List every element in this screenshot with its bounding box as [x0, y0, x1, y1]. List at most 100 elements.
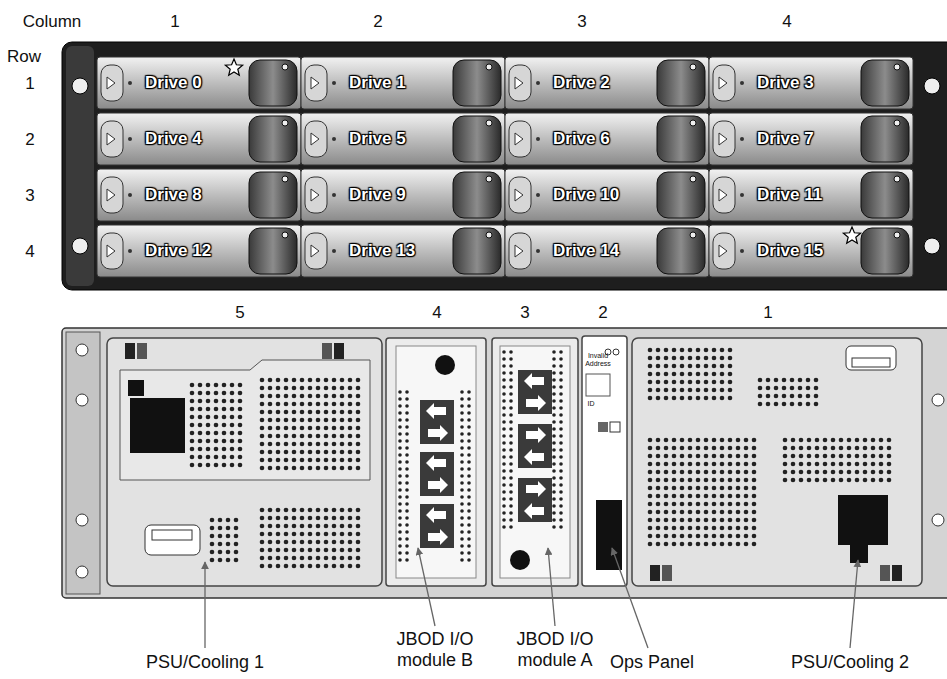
vent-hole — [292, 386, 297, 391]
vent-hole — [356, 524, 361, 529]
release-icon — [515, 189, 523, 201]
vent-hole — [210, 518, 215, 523]
vent-hole — [648, 388, 653, 393]
vent-hole — [340, 450, 345, 455]
carrier-handle — [101, 65, 123, 101]
vent-hole — [552, 462, 556, 466]
vent-hole — [324, 540, 329, 545]
latch — [650, 565, 660, 581]
vent-hole — [798, 394, 803, 399]
vent-hole — [744, 518, 749, 523]
carrier-body — [709, 169, 913, 221]
vent-hole — [324, 458, 329, 463]
vent-hole — [300, 410, 305, 415]
vent-hole — [460, 537, 464, 541]
vent-hole — [398, 411, 402, 415]
vent-hole — [292, 394, 297, 399]
vent-hole — [190, 439, 195, 444]
vent-hole — [398, 481, 402, 485]
vent-hole — [509, 490, 513, 494]
ops-panel — [582, 336, 627, 586]
led-dot — [740, 193, 744, 197]
vent-hole — [308, 556, 313, 561]
vent-hole — [720, 542, 725, 547]
carrier-latch — [861, 228, 909, 274]
vent-hole — [774, 378, 779, 383]
vent-hole — [696, 518, 701, 523]
vent-hole — [190, 463, 195, 468]
vent-hole — [292, 540, 297, 545]
vent-hole — [234, 534, 239, 539]
vent-hole — [268, 386, 273, 391]
vent-hole — [807, 470, 812, 475]
vent-hole — [559, 455, 563, 459]
vent-hole — [300, 524, 305, 529]
drive-carrier: Drive 9 — [339, 169, 451, 221]
vent-hole — [316, 426, 321, 431]
drive-carrier — [709, 57, 913, 109]
port — [420, 400, 454, 444]
port-blocks — [420, 370, 552, 548]
vent-hole — [260, 548, 265, 553]
vent-hole — [688, 380, 693, 385]
vent-hole — [782, 378, 787, 383]
vent-hole — [190, 399, 195, 404]
vent-hole — [348, 458, 353, 463]
star-marker — [843, 227, 860, 243]
vent-hole — [405, 439, 409, 443]
vent-hole — [324, 418, 329, 423]
vent-hole — [276, 394, 281, 399]
drive-carrier — [301, 57, 505, 109]
vent-hole — [509, 364, 513, 368]
front-bezel — [62, 42, 947, 290]
vent-hole — [300, 442, 305, 447]
vent-hole — [268, 556, 273, 561]
vent-hole — [284, 524, 289, 529]
drive-carrier: Drive 12 — [135, 225, 247, 277]
vent-hole — [783, 454, 788, 459]
carrier-handle — [305, 121, 327, 157]
vent-hole — [300, 386, 305, 391]
vent-hole — [340, 426, 345, 431]
vent-hole — [680, 388, 685, 393]
vent-hole — [680, 526, 685, 531]
vent-hole — [340, 386, 345, 391]
vent-hole — [656, 502, 661, 507]
vent-hole — [672, 534, 677, 539]
vent-hole — [356, 556, 361, 561]
vent-hole — [340, 556, 345, 561]
latch — [880, 565, 890, 581]
leader-line — [612, 548, 648, 648]
vent-hole — [260, 386, 265, 391]
vent-hole — [460, 523, 464, 527]
arrow-symbol — [524, 503, 544, 519]
vent-hole — [467, 404, 471, 408]
callout-number: 2 — [598, 303, 607, 323]
vent-hole — [324, 426, 329, 431]
vent-hole — [704, 518, 709, 523]
vent-hole — [348, 386, 353, 391]
vent-hole — [502, 413, 506, 417]
vent-hole — [696, 372, 701, 377]
vent-hole — [559, 378, 563, 382]
vent-hole — [752, 478, 757, 483]
vent-hole — [704, 372, 709, 377]
vent-hole — [460, 453, 464, 457]
vent-hole — [688, 486, 693, 491]
vent-hole — [316, 532, 321, 537]
led-panel — [846, 346, 896, 370]
vent-hole — [206, 447, 211, 452]
vent-hole — [680, 486, 685, 491]
power-socket — [128, 380, 144, 396]
vent-hole — [198, 415, 203, 420]
vent-hole — [552, 448, 556, 452]
vent-hole — [552, 490, 556, 494]
vent-hole — [782, 402, 787, 407]
vent-hole — [704, 470, 709, 475]
arrow-symbol — [526, 427, 546, 443]
vent-hole — [332, 458, 337, 463]
vent-hole — [688, 510, 693, 515]
vent-grid — [210, 518, 239, 563]
vent-hole — [222, 439, 227, 444]
